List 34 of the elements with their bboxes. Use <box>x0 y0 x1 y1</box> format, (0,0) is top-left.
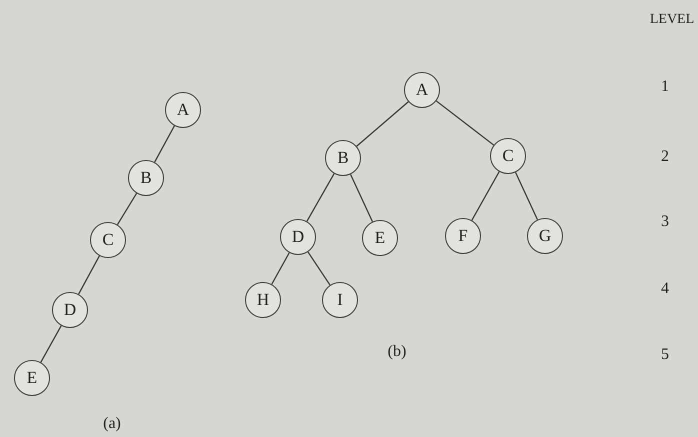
tree-node-circle: A <box>165 92 201 128</box>
tree-edge <box>40 325 62 363</box>
tree-node-circle: G <box>527 218 563 254</box>
tree-edge <box>356 101 409 147</box>
tree-edge <box>116 193 138 225</box>
tree-edge <box>154 126 175 162</box>
tree-node-circle: B <box>325 140 361 176</box>
level-heading: LEVEL <box>650 12 694 28</box>
tree-edge <box>350 174 373 222</box>
tree-node-circle: E <box>362 220 398 256</box>
tree-node-circle: I <box>322 282 358 318</box>
level-number: 4 <box>661 280 669 298</box>
tree-node-circle: A <box>404 72 440 108</box>
tree-edge <box>436 100 494 146</box>
level-number: 2 <box>661 148 669 166</box>
tree-node-circle: D <box>52 292 88 328</box>
tree-edge <box>515 172 538 220</box>
subfigure-label: (a) <box>103 415 121 433</box>
tree-node-circle: H <box>245 282 281 318</box>
tree-edge <box>307 252 331 286</box>
tree-node-circle: D <box>280 219 316 255</box>
tree-edge <box>471 171 500 221</box>
subfigure-label: (b) <box>388 343 406 361</box>
level-number: 5 <box>661 346 669 364</box>
tree-node-circle: C <box>490 138 526 174</box>
tree-node-circle: C <box>90 222 126 258</box>
level-number: 1 <box>661 78 669 96</box>
tree-edge <box>306 173 335 222</box>
tree-edge <box>271 252 290 285</box>
tree-edge <box>78 256 100 294</box>
tree-node-circle: F <box>445 218 481 254</box>
tree-node-circle: B <box>128 160 164 196</box>
tree-node-circle: E <box>14 360 50 396</box>
level-number: 3 <box>661 213 669 231</box>
